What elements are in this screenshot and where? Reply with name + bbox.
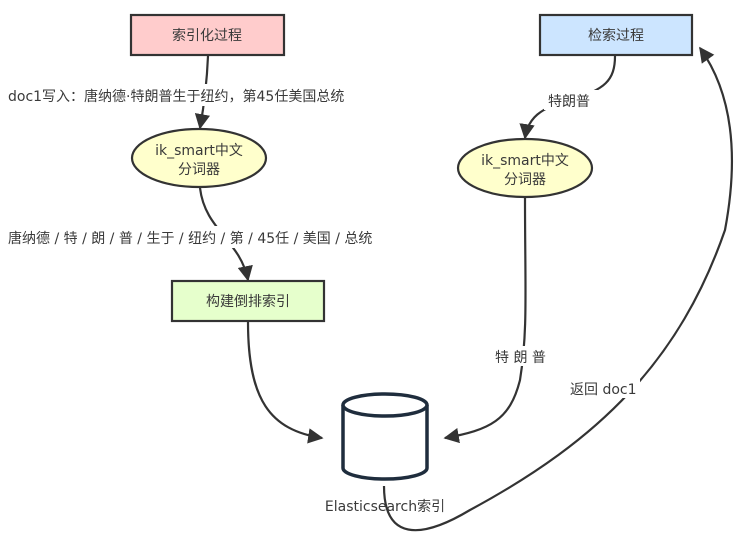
node-es-index-label: Elasticsearch索引 [325,498,445,515]
database-cylinder-icon [341,392,429,481]
edge-tokenizer-right-to-es [443,197,527,444]
edge-label-tokens: 唐纳德 / 特 / 朗 / 普 / 生于 / 纽约 / 第 / 45任 / 美国… [8,230,372,247]
edge-label-return: 返回 doc1 [570,382,637,398]
tokenizer-right-line2: 分词器 [504,172,546,188]
node-search-process-label: 检索过程 [588,27,644,44]
edge-label-doc-write: doc1写入：唐纳德·特朗普生于纽约，第45任美国总统 [8,88,344,105]
edge-label-query: 特朗普 [548,94,590,110]
node-build-inverted-index[interactable]: 构建倒排索引 [170,279,326,323]
tokenizer-left-line1: ik_smart中文 [155,143,243,159]
edge-build-to-es [246,321,324,444]
node-indexing-process-label: 索引化过程 [172,27,242,44]
tokenizer-left-line2: 分词器 [178,162,220,178]
tokenizer-right-line1: ik_smart中文 [481,153,569,169]
node-tokenizer-right[interactable]: ik_smart中文 分词器 [456,137,594,199]
node-es-index[interactable]: Elasticsearch索引 [318,392,452,515]
node-build-inverted-index-label: 构建倒排索引 [206,293,290,310]
node-tokenizer-left[interactable]: ik_smart中文 分词器 [130,127,268,189]
node-search-process[interactable]: 检索过程 [538,13,694,57]
node-indexing-process[interactable]: 索引化过程 [129,13,286,57]
edge-label-query-tokens: 特 朗 普 [495,350,546,366]
edge-es-to-search [382,46,733,532]
